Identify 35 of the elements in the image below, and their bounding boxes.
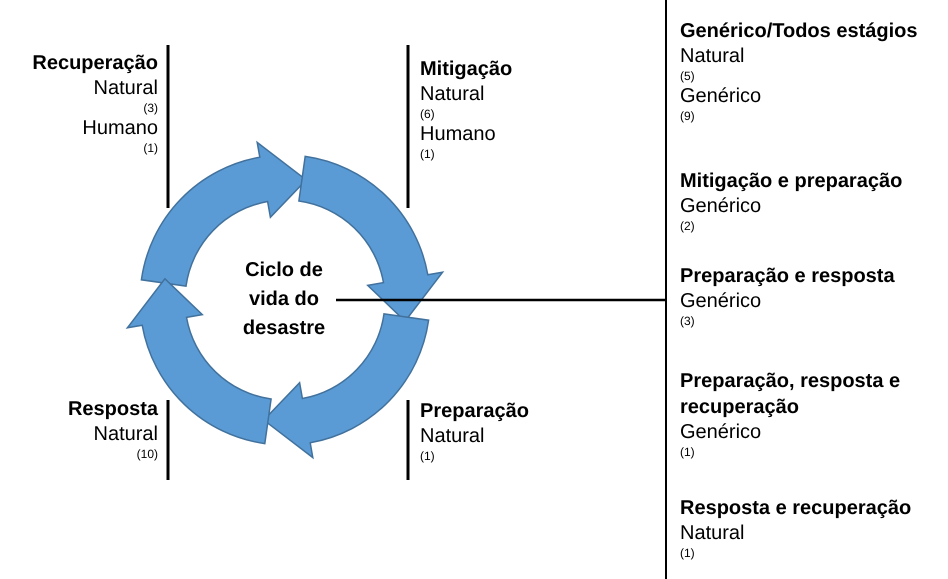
count: (9)	[680, 108, 695, 124]
phase-heading: Preparação, resposta e recuperação	[680, 369, 902, 420]
phase-heading: Mitigação	[420, 57, 512, 82]
center-label: Ciclo de vida do desastre	[242, 258, 326, 341]
hazard-type: Humano	[420, 122, 496, 146]
phase-heading: Genérico/Todos estágios	[680, 19, 918, 44]
count: (1)	[680, 545, 695, 561]
hazard-type: Genérico	[680, 194, 762, 218]
hazard-type: Genérico	[680, 289, 762, 313]
count: (6)	[420, 106, 435, 122]
phase-heading: Resposta	[68, 397, 158, 422]
hazard-type: Humano	[82, 116, 158, 140]
phase-heading: Recuperação	[32, 51, 158, 76]
phase-heading: Resposta e recuperação	[680, 496, 912, 521]
count: (5)	[680, 68, 695, 84]
hazard-type: Natural	[420, 82, 484, 106]
phase-heading: Preparação	[420, 399, 529, 424]
count: (2)	[680, 218, 695, 234]
count: (3)	[143, 100, 158, 116]
hazard-type: Natural	[94, 422, 158, 446]
count: (1)	[420, 146, 435, 162]
phase-heading: Mitigação e preparação	[680, 169, 902, 194]
hazard-type: Genérico	[680, 420, 762, 444]
hazard-type: Natural	[680, 44, 744, 68]
hazard-type: Natural	[94, 76, 158, 100]
count: (1)	[143, 140, 158, 156]
hazard-type: Natural	[680, 521, 744, 545]
count: (1)	[680, 444, 695, 460]
phase-heading: Preparação e resposta	[680, 264, 895, 289]
count: (1)	[420, 448, 435, 464]
count: (3)	[680, 313, 695, 329]
hazard-type: Natural	[420, 424, 484, 448]
connector-line	[336, 298, 665, 302]
count: (10)	[136, 446, 158, 462]
hazard-type: Genérico	[680, 84, 762, 108]
